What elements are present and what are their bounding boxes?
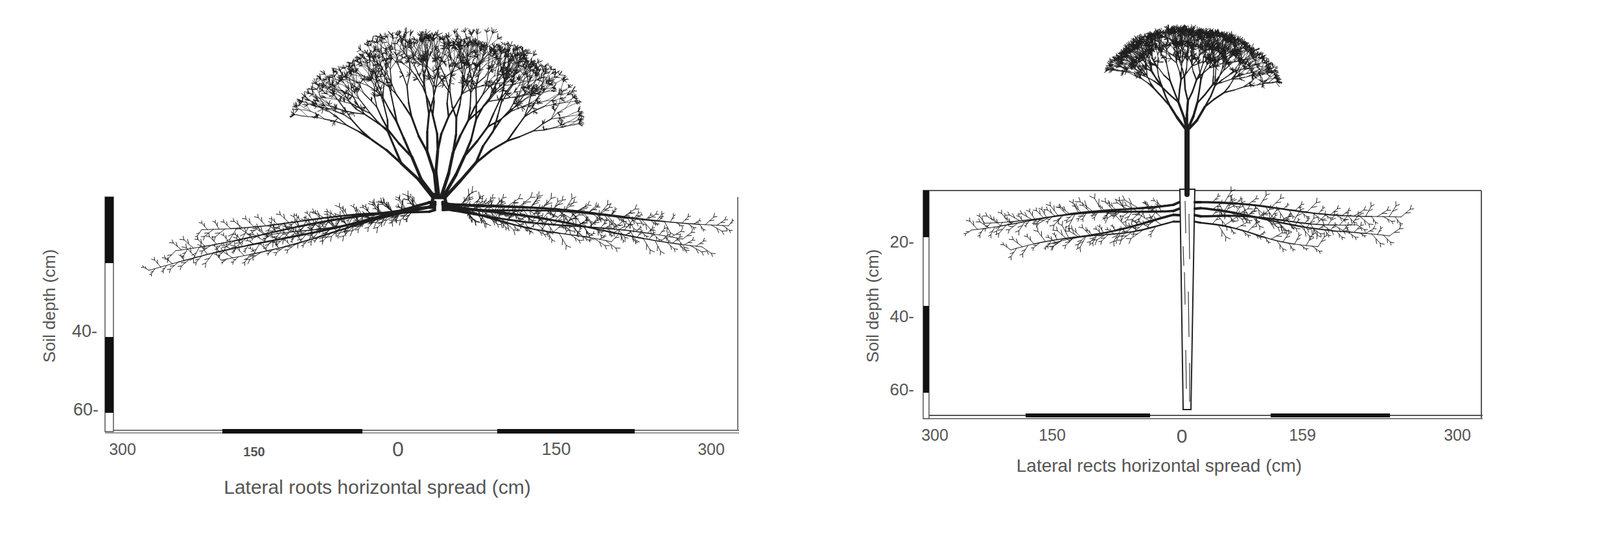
frame-line xyxy=(923,418,1483,420)
tick-label: 300 xyxy=(921,426,949,445)
tick-label: 0 xyxy=(1176,425,1188,447)
scale-bar xyxy=(105,197,114,432)
frame-line xyxy=(105,429,740,432)
tick-label: 150 xyxy=(1038,426,1066,445)
scale-bar-segment xyxy=(497,429,635,434)
tick-label: 300 xyxy=(697,440,725,459)
plant-stroke xyxy=(141,24,1414,277)
axis-title: Lateral rects horizontal spread (cm) xyxy=(1016,456,1302,477)
tick-label: 150 xyxy=(243,444,265,459)
tick-label: 60- xyxy=(73,400,99,421)
scale-bar-segment xyxy=(923,190,930,238)
plant-stroke xyxy=(283,114,1272,240)
taproot-texture xyxy=(1183,200,1190,402)
plant-stroke xyxy=(353,114,1201,224)
axis-title: Lateral roots horizontal spread (cm) xyxy=(223,476,531,498)
plant-stroke xyxy=(1184,129,1190,195)
tick-label: 40- xyxy=(71,322,98,342)
tick-label: 150 xyxy=(541,440,571,460)
tick-label: 40- xyxy=(889,307,915,327)
scale-bar-segment xyxy=(105,337,114,413)
frame-line xyxy=(737,197,739,431)
plant-stroke xyxy=(418,172,461,208)
tick-label: 300 xyxy=(108,440,137,459)
plant-stroke xyxy=(178,53,1372,262)
scale-bar-segment xyxy=(923,305,930,393)
plant-drawings xyxy=(141,24,1414,277)
tick-label: 0 xyxy=(392,438,404,461)
taproot xyxy=(1179,189,1195,410)
plant-stroke xyxy=(293,29,1277,126)
frame-line xyxy=(923,414,1483,417)
frame-line xyxy=(923,189,1482,192)
tick-label: 60- xyxy=(889,380,915,400)
scale-bar-segment xyxy=(105,197,114,264)
tick-label: 159 xyxy=(1288,426,1317,445)
scale-bar xyxy=(923,190,930,419)
scale-bar-segment xyxy=(1025,413,1151,418)
frame-line xyxy=(1480,190,1483,419)
scale-bar-segment xyxy=(222,429,363,434)
tick-label: 300 xyxy=(1443,426,1471,445)
axis-title: Soil depth (cm) xyxy=(40,249,59,364)
axis-title: Soil depth (cm) xyxy=(863,249,883,364)
tick-label: 20- xyxy=(889,232,915,252)
frame-line xyxy=(105,432,740,434)
scale-bar-segment xyxy=(1270,413,1390,418)
